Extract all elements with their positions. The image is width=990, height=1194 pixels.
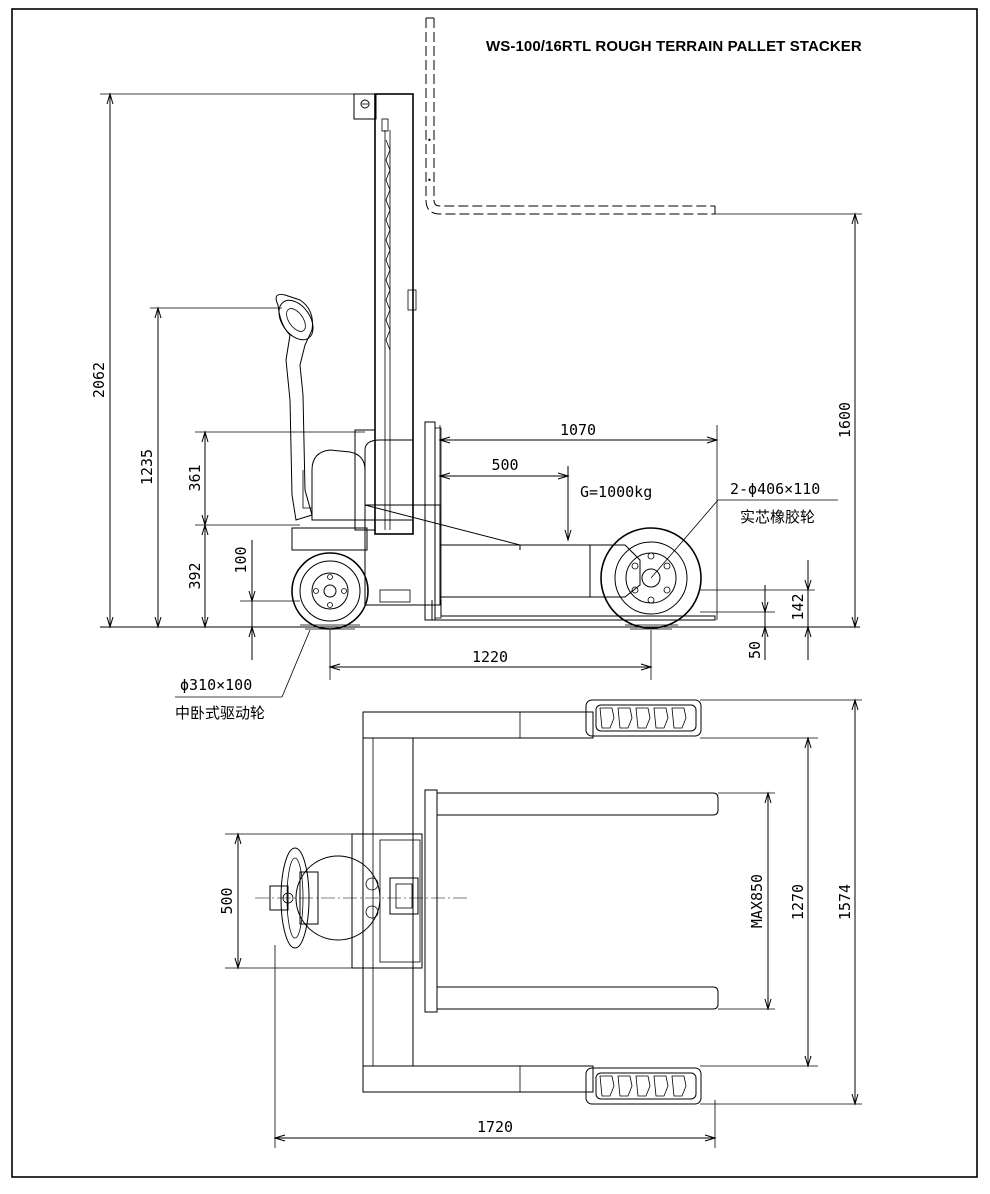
drive-wheel-desc: 中卧式驱动轮 [175,704,265,722]
drive-unit-top [269,833,423,969]
top-view: 500 MAX850 1270 1574 1720 [218,698,862,1148]
drawing-title: WS-100/16RTL ROUGH TERRAIN PALLET STACKE… [486,38,862,55]
raised-fork: • • [425,17,716,215]
load-center-label: G=1000kg [580,483,652,501]
load-wheel-desc: 实芯橡胶轮 [740,508,815,526]
straddle-legs [362,711,594,1093]
drive-wheel [291,552,369,630]
dim-2062: 2062 [90,362,108,398]
dim-1574: 1574 [836,884,854,920]
forks-top [424,789,719,1013]
load-wheel-size: 2-ϕ406×110 [730,480,820,498]
dim-361: 361 [186,464,204,491]
dim-50: 50 [746,641,764,659]
dim-1270: 1270 [789,884,807,920]
dim-1720: 1720 [477,1118,513,1136]
truck-body [291,429,641,606]
tiller-handle [275,294,314,521]
dim-1600: 1600 [836,402,854,438]
drawing-frame [11,8,978,1178]
svg-text:•: • [427,136,432,145]
dim-1070: 1070 [560,421,596,439]
load-wheels-top [585,699,702,1105]
lowered-fork [431,600,716,621]
dim-142: 142 [789,593,807,620]
dim-max850: MAX850 [748,874,766,928]
dim-1220: 1220 [472,648,508,666]
dim-500-side: 500 [491,456,518,474]
svg-text:•: • [427,176,432,185]
mast [353,93,417,535]
dim-1235: 1235 [138,449,156,485]
side-view: • • [90,17,862,722]
dim-392: 392 [186,562,204,589]
dim-100: 100 [232,546,250,573]
load-wheel [600,527,702,630]
dim-500-top: 500 [218,887,236,914]
drive-wheel-size: ϕ310×100 [180,676,252,694]
